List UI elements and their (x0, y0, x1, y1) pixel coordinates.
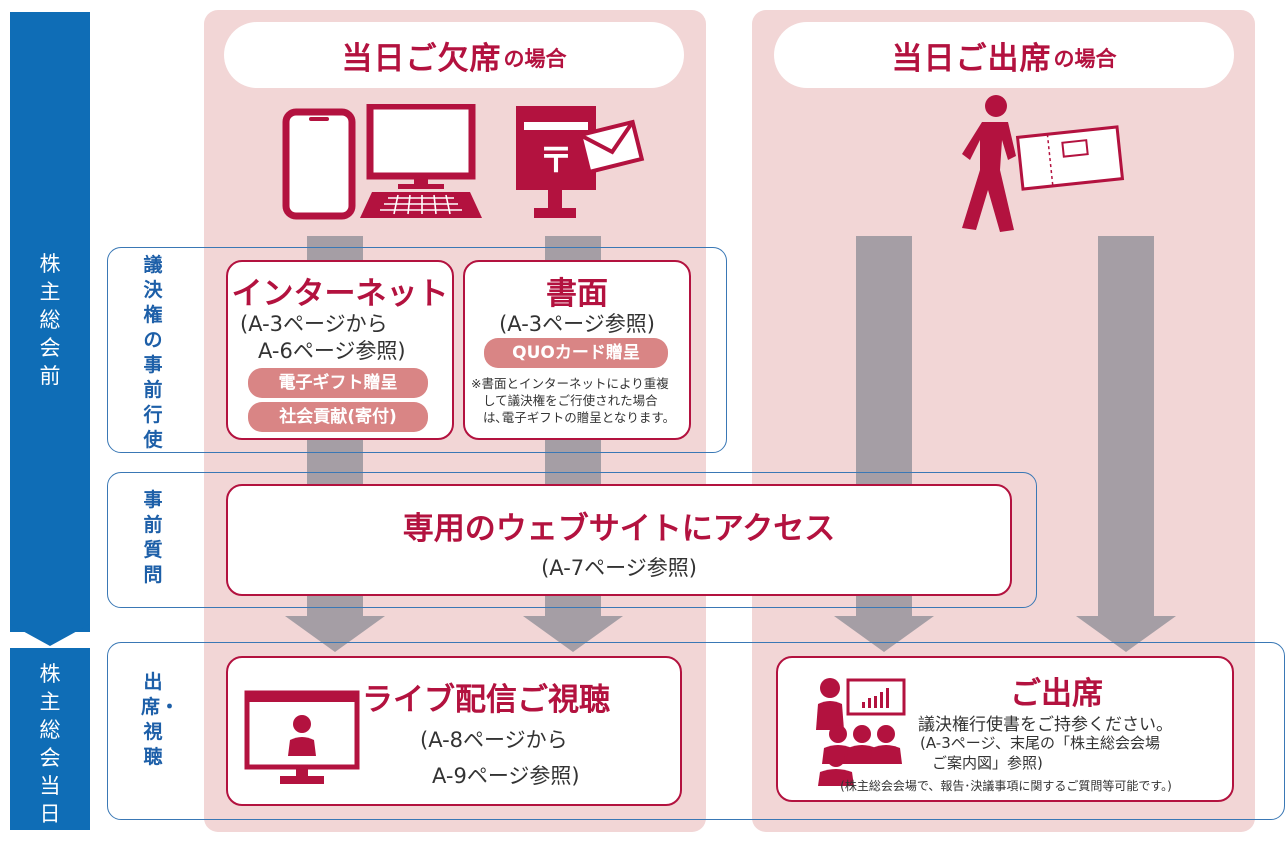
website-title: 専用のウェブサイトにアクセス (402, 511, 836, 547)
attend-line1: 議決権行使書をご持参ください。 (918, 715, 1173, 735)
internet-tag-donation: 社会貢献(寄付) (248, 402, 428, 432)
label-advance-vote: 議決権の事前行使 (143, 254, 163, 451)
internet-tag-gift: 電子ギフト贈呈 (248, 368, 428, 398)
live-title: ライブ配信ご視聴 (362, 682, 610, 718)
label-advance-question: 事前質問 (143, 489, 163, 586)
attend-line2: (A-3ページ、末尾の「株主総会会場 (920, 734, 1160, 752)
paper-note-line1: ※書面とインターネットにより重複 (471, 376, 669, 391)
live-ref-line1: (A-8ページから (420, 728, 568, 752)
label-attend-view: 出席・視聴 (141, 671, 180, 768)
internet-ref-line1: (A-3ページから (240, 312, 388, 336)
walking-person-icon (962, 95, 1016, 232)
attend-header-suffix: の場合 (1053, 47, 1117, 71)
absent-header-suffix: の場合 (503, 47, 567, 71)
paper-note-line3: は､電子ギフトの贈呈となります。 (483, 410, 676, 425)
absent-header: 当日ご欠席 の場合 (224, 22, 684, 88)
attend-header: 当日ご出席 の場合 (774, 22, 1234, 88)
arrowhead-paper (523, 616, 623, 652)
paper-tag-quo: QUOカード贈呈 (484, 338, 668, 368)
internet-ref-line2: A-6ページ参照) (258, 339, 406, 363)
sidebar-day (10, 648, 90, 830)
absent-header-main: 当日ご欠席 (341, 40, 502, 77)
paper-ref: (A-3ページ参照) (499, 312, 655, 336)
desktop-computer-icon (360, 104, 482, 218)
internet-title: インターネット (231, 276, 449, 312)
sidebar-chevron (10, 624, 90, 646)
paper-note-line2: して議決権をご行使された場合 (483, 393, 658, 408)
attend-note: (株主総会会場で、報告･決議事項に関するご質問等可能です。) (840, 779, 1172, 793)
paper-title: 書面 (546, 276, 608, 312)
website-box (226, 484, 1012, 596)
sidebar-before (10, 12, 90, 632)
envelope-icon (577, 119, 645, 175)
attend-line3: ご案内図」参照) (932, 754, 1043, 772)
band-advance-question (107, 472, 1037, 608)
live-ref-line2: A-9ページ参照) (432, 764, 580, 788)
arrowhead-attend-right (1076, 616, 1176, 652)
attend-title: ご出席 (1010, 676, 1103, 712)
svg-text:〒: 〒 (539, 141, 573, 181)
band-advance-vote (107, 247, 727, 453)
presenter-icon (816, 678, 906, 730)
sidebar-day-label: 株主総会当日 (39, 662, 61, 826)
website-ref: (A-7ページ参照) (541, 556, 697, 580)
arrowhead-attend-left (834, 616, 934, 652)
attend-header-main: 当日ご出席 (891, 40, 1052, 77)
monitor-person-icon (244, 690, 360, 784)
smartphone-icon (282, 108, 356, 220)
audience-icon (818, 725, 902, 786)
sidebar-before-label: 株主総会前 (39, 252, 61, 388)
ticket-icon (1015, 125, 1125, 191)
arrowhead-internet (285, 616, 385, 652)
arrow-shaft-attend-right (1098, 236, 1154, 616)
